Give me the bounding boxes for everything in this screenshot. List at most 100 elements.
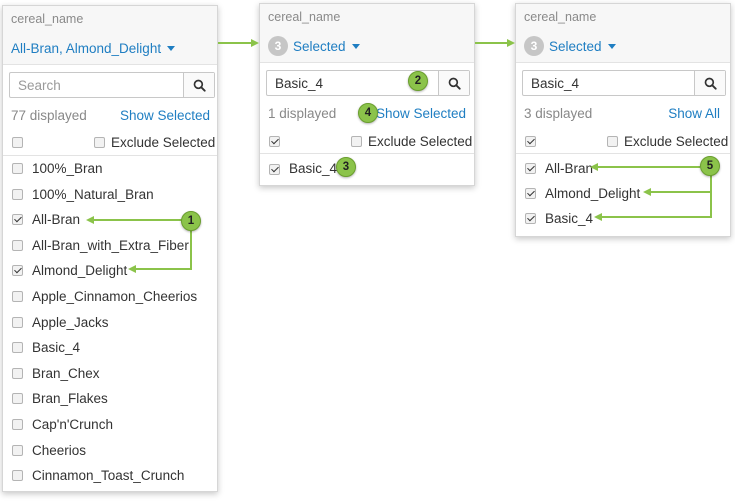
search-box <box>266 70 470 96</box>
search-icon <box>193 79 206 92</box>
divider <box>3 155 217 156</box>
selected-count-badge: 3 <box>268 36 288 56</box>
search-box <box>9 72 215 98</box>
item-label: Cheerios <box>32 442 87 458</box>
item-label: 100%_Bran <box>32 161 103 176</box>
list-item[interactable]: Apple_Cinnamon_Cheerios <box>3 284 217 310</box>
item-checkbox[interactable] <box>12 239 23 251</box>
callout-badge-3: 3 <box>336 157 356 177</box>
search-box <box>522 70 726 96</box>
list-item[interactable]: All-Bran <box>516 156 730 181</box>
displayed-count: 1 displayed <box>268 106 337 121</box>
list-item[interactable]: Bran_Flakes <box>3 386 217 412</box>
filter-panel-initial: cereal_name All-Bran, Almond_Delight 77 … <box>2 5 218 492</box>
list-item[interactable]: All-Bran_with_Extra_Fiber <box>3 233 217 259</box>
item-checkbox[interactable] <box>12 342 23 354</box>
value-dropdown[interactable]: All-Bran, Almond_Delight <box>11 41 176 56</box>
search-button[interactable] <box>694 71 725 95</box>
item-label: Basic_4 <box>545 211 594 226</box>
search-button[interactable] <box>183 73 214 97</box>
item-label: Apple_Cinnamon_Cheerios <box>32 289 198 304</box>
list-item[interactable]: 100%_Bran <box>3 156 217 182</box>
chevron-down-icon <box>351 43 360 49</box>
item-checkbox[interactable] <box>12 470 23 482</box>
item-label: Bran_Chex <box>32 365 100 381</box>
callout-badge-1: 1 <box>181 211 201 231</box>
list-item[interactable]: All-Bran <box>3 207 217 233</box>
select-all-checkbox[interactable] <box>12 137 23 148</box>
arrowhead <box>251 39 259 47</box>
item-label: All-Bran <box>32 212 81 228</box>
show-selected-link[interactable]: Show Selected <box>119 108 210 123</box>
callout-badge-2: 2 <box>408 71 428 91</box>
exclude-selected-label: Exclude Selected <box>624 134 729 149</box>
item-checkbox[interactable] <box>269 164 280 175</box>
search-button[interactable] <box>438 71 469 95</box>
item-checkbox[interactable] <box>12 291 23 302</box>
filter-header <box>260 4 474 63</box>
exclude-selected-checkbox[interactable] <box>94 137 105 148</box>
item-checkbox[interactable] <box>525 213 536 224</box>
list-item[interactable]: Apple_Jacks <box>3 310 217 336</box>
callout-badge-5: 5 <box>700 156 720 176</box>
show-selected-link[interactable]: Show Selected <box>375 106 466 121</box>
search-input[interactable] <box>523 71 695 95</box>
filter-panel-show-selected: cereal_name 3 Selected 3 displayed Show … <box>515 3 731 237</box>
select-all-checkbox[interactable] <box>269 136 280 147</box>
list-item[interactable]: Almond_Delight <box>516 181 730 206</box>
search-icon <box>448 77 461 90</box>
item-label: All-Bran <box>545 161 594 176</box>
list-item[interactable]: Basic_4 <box>3 335 217 361</box>
item-label: Bran_Flakes <box>32 391 108 407</box>
exclude-selected-label: Exclude Selected <box>111 135 216 150</box>
item-checkbox[interactable] <box>525 188 536 199</box>
item-label: Apple_Jacks <box>32 314 109 330</box>
exclude-selected-checkbox[interactable] <box>607 136 618 147</box>
filter-panel-search: cereal_name 3 Selected 1 displayed Show … <box>259 3 475 186</box>
chevron-down-icon <box>167 46 176 51</box>
dropdown-value: All-Bran, Almond_Delight <box>11 41 162 56</box>
dropdown-value: Selected <box>293 38 346 54</box>
filter-header <box>3 6 217 65</box>
field-name-label: cereal_name <box>268 10 341 24</box>
list-item[interactable]: Almond_Delight <box>3 258 217 284</box>
item-label: Cap'n'Crunch <box>32 417 113 432</box>
exclude-selected-checkbox[interactable] <box>351 136 362 147</box>
exclude-selected-label: Exclude Selected <box>368 134 473 149</box>
item-label: Basic_4 <box>289 161 338 176</box>
item-checkbox[interactable] <box>12 265 23 277</box>
search-input[interactable] <box>10 73 184 97</box>
item-checkbox[interactable] <box>12 419 23 430</box>
item-checkbox[interactable] <box>525 163 536 174</box>
list-item[interactable]: Cinnamon_Toast_Crunch <box>3 463 217 489</box>
list-item[interactable]: Cheerios <box>3 438 217 464</box>
list-item[interactable]: Bran_Chex <box>3 361 217 387</box>
show-all-link[interactable]: Show All <box>668 106 720 121</box>
item-checkbox[interactable] <box>12 188 23 200</box>
list-item[interactable]: Basic_4 <box>516 206 730 231</box>
value-dropdown[interactable]: 3 Selected <box>268 36 360 56</box>
callout-badge-4: 4 <box>358 103 378 123</box>
displayed-count: 3 displayed <box>524 106 593 121</box>
arrowhead <box>507 39 515 47</box>
item-label: Basic_4 <box>32 340 81 356</box>
select-all-checkbox[interactable] <box>525 136 536 147</box>
value-dropdown[interactable]: 3 Selected <box>524 36 616 56</box>
list-item[interactable]: Basic_4 <box>260 156 474 182</box>
chevron-down-icon <box>607 43 616 49</box>
item-checkbox[interactable] <box>12 214 23 226</box>
displayed-count: 77 displayed <box>11 108 87 123</box>
item-checkbox[interactable] <box>12 367 23 379</box>
item-label: Almond_Delight <box>32 263 128 279</box>
divider <box>516 153 730 154</box>
list-item[interactable]: 100%_Natural_Bran <box>3 182 217 208</box>
list-item[interactable]: Cap'n'Crunch <box>3 412 217 438</box>
field-name-label: cereal_name <box>524 10 597 24</box>
item-checkbox[interactable] <box>12 444 23 456</box>
divider <box>260 153 474 154</box>
search-icon <box>704 77 717 90</box>
item-label: Almond_Delight <box>545 186 641 201</box>
item-checkbox[interactable] <box>12 163 23 174</box>
item-checkbox[interactable] <box>12 393 23 405</box>
item-checkbox[interactable] <box>12 316 23 328</box>
